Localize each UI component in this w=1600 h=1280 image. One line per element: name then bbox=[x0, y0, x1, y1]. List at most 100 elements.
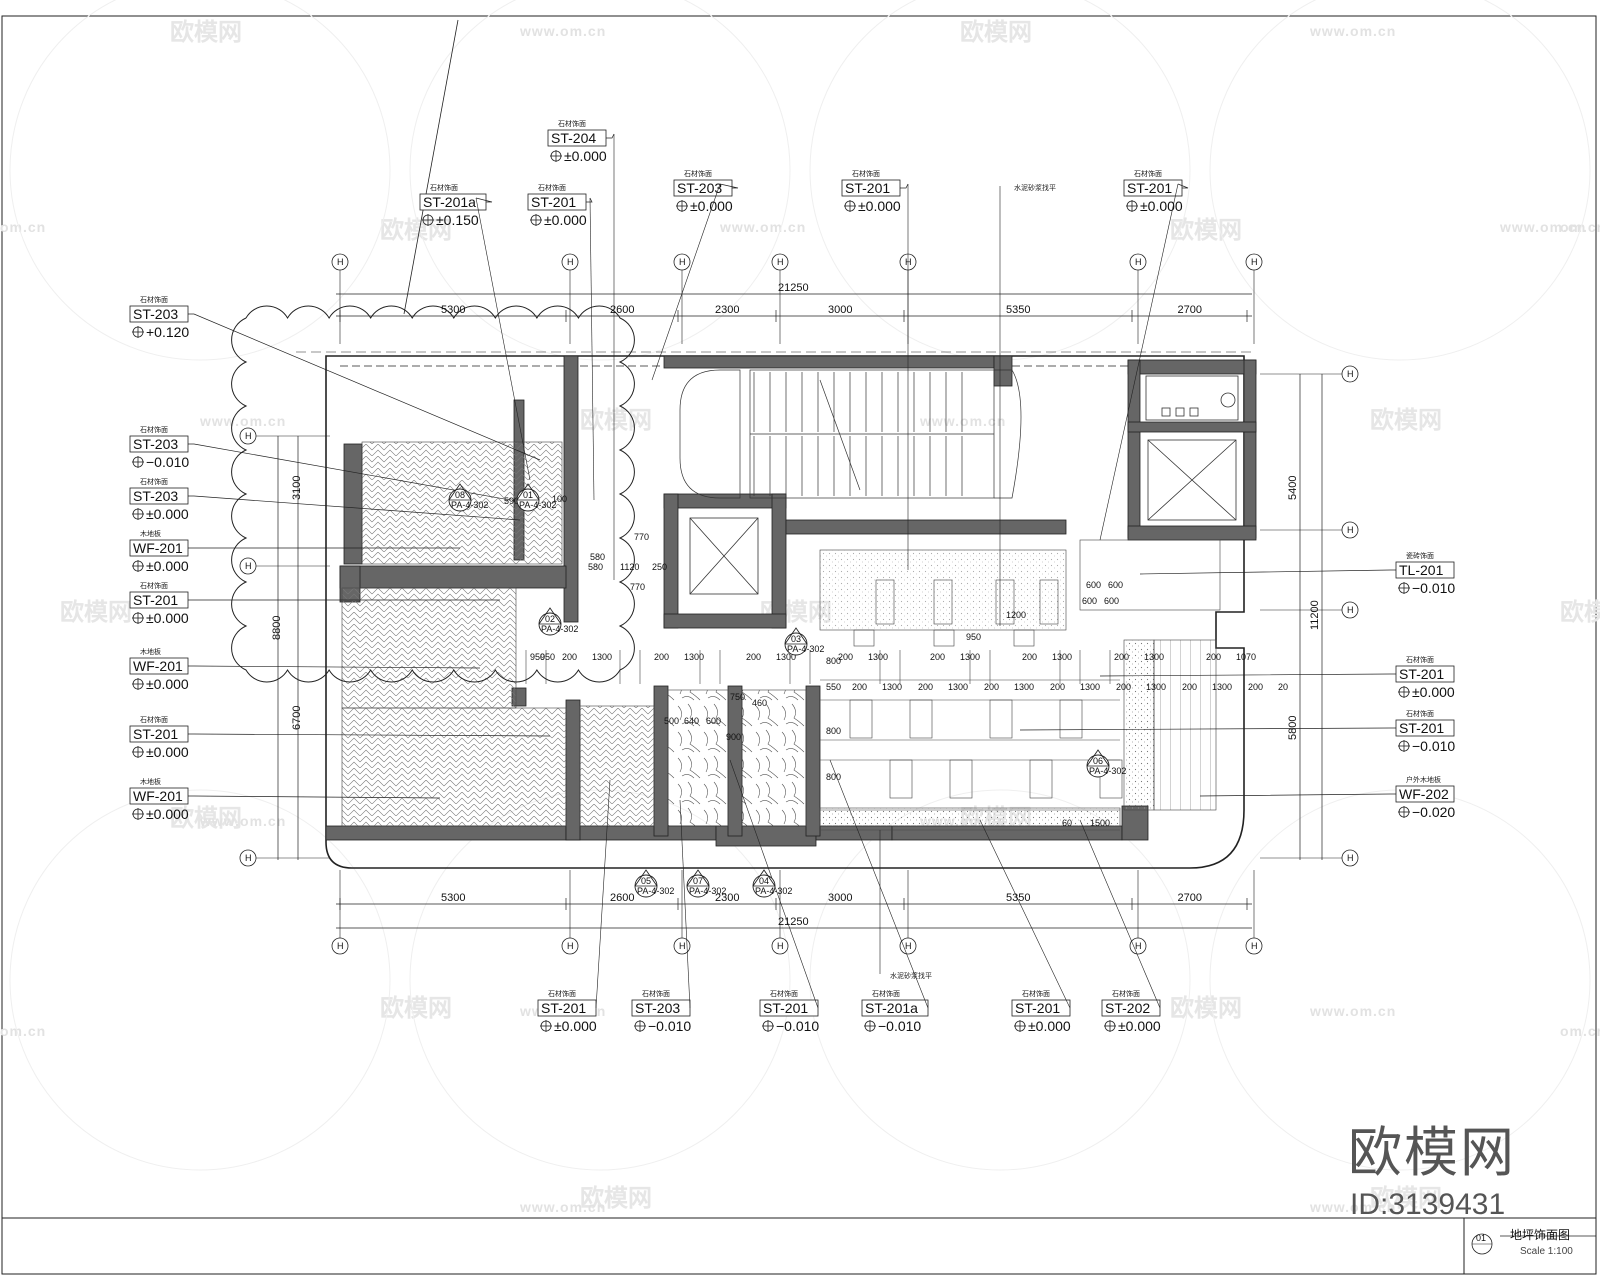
material-code: WF-201 bbox=[133, 788, 183, 804]
watermark-url: om.cn bbox=[0, 1023, 46, 1039]
grid-bubble-label: H bbox=[567, 941, 574, 951]
paving-dimension: 1300 bbox=[1080, 682, 1100, 692]
material-code: ST-201 bbox=[763, 1000, 808, 1016]
elevation-value: ±0.000 bbox=[146, 744, 189, 760]
dimension-label: 2600 bbox=[610, 304, 634, 316]
material-tags: 石材饰面ST-204±0.000石材饰面ST-201a±0.150石材饰面ST-… bbox=[129, 119, 1455, 1034]
model-id: ID:3139431 bbox=[1350, 1188, 1506, 1221]
dimension-label: 2300 bbox=[715, 304, 739, 316]
material-caption: 石材饰面 bbox=[140, 477, 168, 486]
dimension-label: 2300 bbox=[715, 892, 739, 904]
section-number: 06 bbox=[1093, 756, 1103, 766]
material-caption: 瓷砖饰面 bbox=[1406, 551, 1434, 560]
material-code: WF-201 bbox=[133, 658, 183, 674]
misc-dimension: 1120 bbox=[620, 562, 639, 572]
material-caption: 石材饰面 bbox=[642, 989, 670, 998]
paving-dimension: 200 bbox=[746, 652, 761, 662]
material-code: ST-201 bbox=[1399, 666, 1444, 682]
paving-dimension: 200 bbox=[1206, 652, 1221, 662]
elevation-value: ±0.000 bbox=[1140, 198, 1183, 214]
elevation-value: −0.010 bbox=[648, 1018, 691, 1034]
misc-dimension: 900 bbox=[726, 732, 741, 742]
paving-dimension: 20 bbox=[1278, 682, 1288, 692]
section-number: 07 bbox=[693, 876, 703, 886]
material-code: ST-201a bbox=[865, 1000, 918, 1016]
dimension-label: 8800 bbox=[271, 616, 283, 640]
grid-bubble-label: H bbox=[1135, 941, 1142, 951]
misc-dimension: 580 bbox=[588, 562, 603, 572]
sheet-border bbox=[1, 15, 1597, 1275]
section-number: 02 bbox=[545, 614, 555, 624]
paving-dimension: 200 bbox=[838, 652, 853, 662]
material-tag: 石材饰面 ST-203 −0.010 bbox=[631, 989, 691, 1034]
dimension-label: 5800 bbox=[1287, 716, 1299, 740]
misc-dimension: 950 bbox=[966, 632, 981, 642]
misc-dimension: 60 bbox=[1062, 818, 1072, 828]
paving-dimension: 200 bbox=[1182, 682, 1197, 692]
drawing-index: 01 bbox=[1476, 1233, 1486, 1243]
misc-dimension: 500 bbox=[664, 716, 679, 726]
material-code: ST-201 bbox=[845, 180, 890, 196]
grid-bubble-label: H bbox=[567, 257, 574, 267]
watermark-url: om.cn bbox=[0, 219, 46, 235]
grid-bubble-label: H bbox=[777, 257, 784, 267]
grid-bubble-label: H bbox=[1251, 941, 1258, 951]
paving-dimension: 1300 bbox=[776, 652, 796, 662]
misc-dimension: 1200 bbox=[1006, 610, 1026, 620]
elevation-value: −0.010 bbox=[878, 1018, 921, 1034]
paving-dimension: 1300 bbox=[1212, 682, 1232, 692]
paving-dimension: 1300 bbox=[592, 652, 612, 662]
material-caption: 木地板 bbox=[140, 529, 161, 538]
material-code: ST-203 bbox=[635, 1000, 680, 1016]
grid-bubble-label: H bbox=[245, 431, 252, 441]
dimension-label: 5350 bbox=[1006, 304, 1030, 316]
watermark-logo: 欧模网 bbox=[1370, 1184, 1442, 1212]
material-code: ST-201 bbox=[133, 592, 178, 608]
material-caption: 石材饰面 bbox=[548, 989, 576, 998]
grid-bubble-label: H bbox=[1347, 525, 1354, 535]
elevation-value: ±0.150 bbox=[436, 212, 479, 228]
watermark-url: www.om.cn bbox=[919, 413, 1006, 429]
paving-dimension: 200 bbox=[984, 682, 999, 692]
misc-dimension: 1500 bbox=[1090, 818, 1110, 828]
misc-dimension: 800 bbox=[826, 772, 841, 782]
grid-bubble-label: H bbox=[337, 941, 344, 951]
dimension-label: 11200 bbox=[1309, 600, 1321, 630]
material-caption: 石材饰面 bbox=[872, 989, 900, 998]
material-code: ST-204 bbox=[551, 130, 596, 146]
dimension-total: 21250 bbox=[778, 282, 809, 294]
material-tag: 石材饰面 ST-201a −0.010 bbox=[861, 989, 929, 1034]
watermark-logo: 欧模网 bbox=[1170, 994, 1242, 1022]
elevation-value: ±0.000 bbox=[554, 1018, 597, 1034]
grid-bubble-label: H bbox=[777, 941, 784, 951]
material-caption: 石材饰面 bbox=[140, 425, 168, 434]
watermark-url: www.om.cn bbox=[519, 1199, 606, 1215]
watermark-url: www.om.cn bbox=[1309, 1199, 1396, 1215]
elevation-value: ±0.000 bbox=[146, 676, 189, 692]
brand-logo-text: 欧模网 bbox=[1348, 1121, 1516, 1184]
elevator-shafts bbox=[689, 375, 1239, 595]
watermark-url: www.om.cn bbox=[1309, 23, 1396, 39]
grid-bubble-label: H bbox=[245, 853, 252, 863]
misc-dimension: 100 bbox=[552, 494, 567, 504]
paving-dimension: 200 bbox=[1114, 652, 1129, 662]
paving-dimension: 200 bbox=[1050, 682, 1065, 692]
misc-dimension: 600 bbox=[706, 716, 721, 726]
